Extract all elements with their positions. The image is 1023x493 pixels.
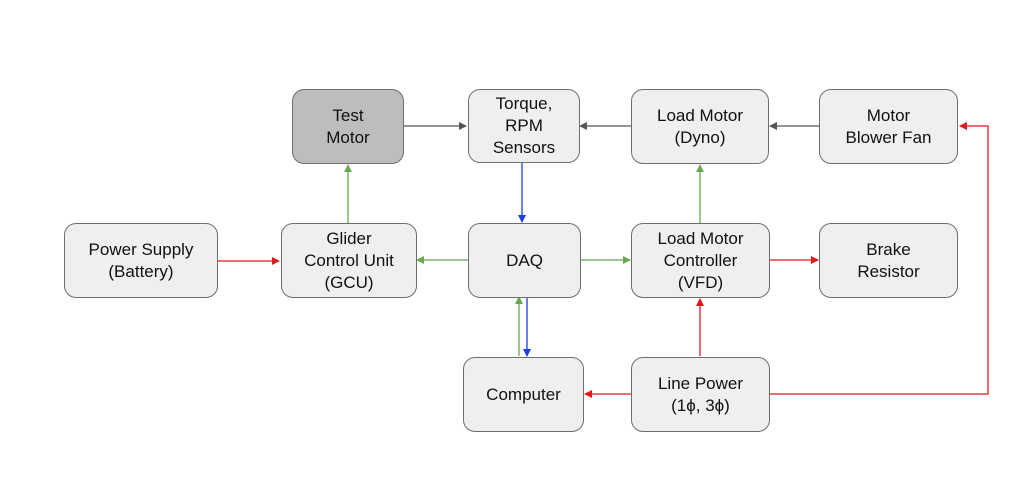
brake-resistor-label: Brake Resistor <box>857 239 920 281</box>
load-controller-label: Load Motor Controller (VFD) <box>657 228 744 292</box>
gcu-block: Glider Control Unit (GCU) <box>281 223 417 298</box>
line-power-label: Line Power (1ϕ, 3ϕ) <box>657 373 744 415</box>
load-motor-label: Load Motor (Dyno) <box>657 105 743 147</box>
load-motor-block: Load Motor (Dyno) <box>631 89 769 164</box>
test-motor-label: Test Motor <box>326 105 370 147</box>
blower-fan-block: Motor Blower Fan <box>819 89 958 164</box>
blower-fan-label: Motor Blower Fan <box>845 105 932 147</box>
computer-label: Computer <box>486 384 561 404</box>
arrow-linepower-to-blowerfan <box>770 122 989 395</box>
power-supply-label: Power Supply (Battery) <box>88 239 194 281</box>
test-motor-block: Test Motor <box>292 89 404 164</box>
gcu-label: Glider Control Unit (GCU) <box>304 228 394 292</box>
load-controller-block: Load Motor Controller (VFD) <box>631 223 770 298</box>
power-supply-block: Power Supply (Battery) <box>64 223 218 298</box>
line-power-block: Line Power (1ϕ, 3ϕ) <box>631 357 770 432</box>
daq-block: DAQ <box>468 223 581 298</box>
sensors-label: Torque, RPM Sensors <box>492 94 556 157</box>
brake-resistor-block: Brake Resistor <box>819 223 958 298</box>
daq-label: DAQ <box>506 250 543 270</box>
sensors-block: Torque, RPM Sensors <box>468 89 580 163</box>
computer-block: Computer <box>463 357 584 432</box>
